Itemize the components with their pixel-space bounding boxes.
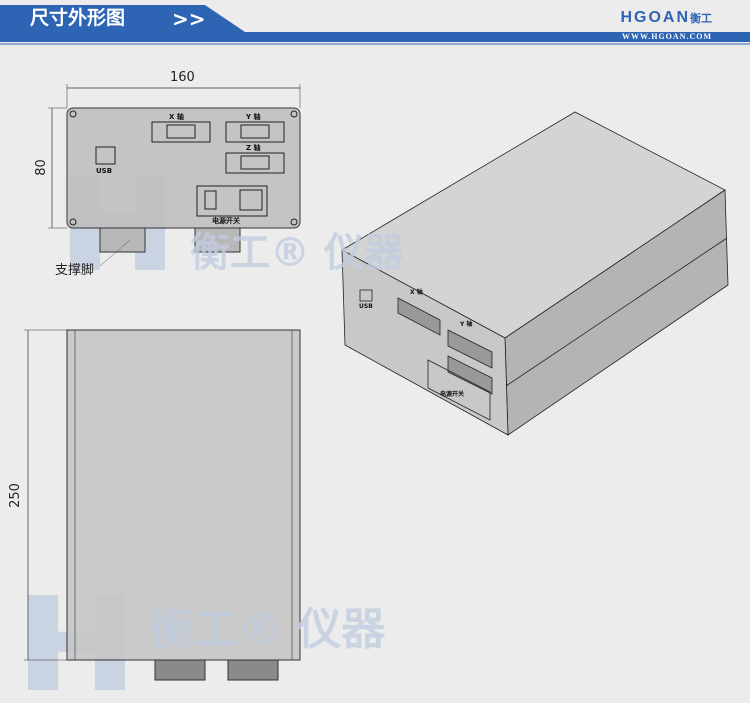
height-dimension: 80 (33, 159, 49, 176)
x-axis-label: X 轴 (169, 113, 184, 121)
brand-cn: 衡工 (690, 13, 712, 25)
y-axis-label: Y 轴 (246, 113, 261, 121)
arrows-icon: >> (172, 7, 206, 31)
iso-usb-label: USB (359, 303, 373, 310)
brand-name: HGOAN (620, 9, 690, 26)
iso-view (341, 111, 729, 436)
power-label: 电源开关 (212, 217, 240, 225)
length-dimension: 250 (7, 483, 23, 508)
z-axis-label: Z 轴 (246, 144, 261, 152)
header-band (0, 5, 750, 42)
brand-url: WWW.HGOAN.COM (621, 32, 712, 41)
iso-y-axis-label: Y 轴 (460, 321, 473, 328)
iso-x-axis-label: X 轴 (410, 289, 423, 296)
watermark-text-bottom: 衡工® 仪器 (150, 604, 386, 655)
width-dimension: 160 (170, 70, 195, 85)
watermark-text: 衡工® 仪器 (190, 230, 404, 276)
page-title: 尺寸外形图 (30, 7, 126, 29)
usb-label: USB (96, 167, 113, 175)
top-view (24, 329, 301, 681)
brand-logo: HGOAN衡工 (620, 9, 712, 27)
iso-power-label: 电源开关 (440, 391, 465, 398)
foot-label: 支撑脚 (55, 263, 95, 278)
front-view (48, 84, 301, 267)
